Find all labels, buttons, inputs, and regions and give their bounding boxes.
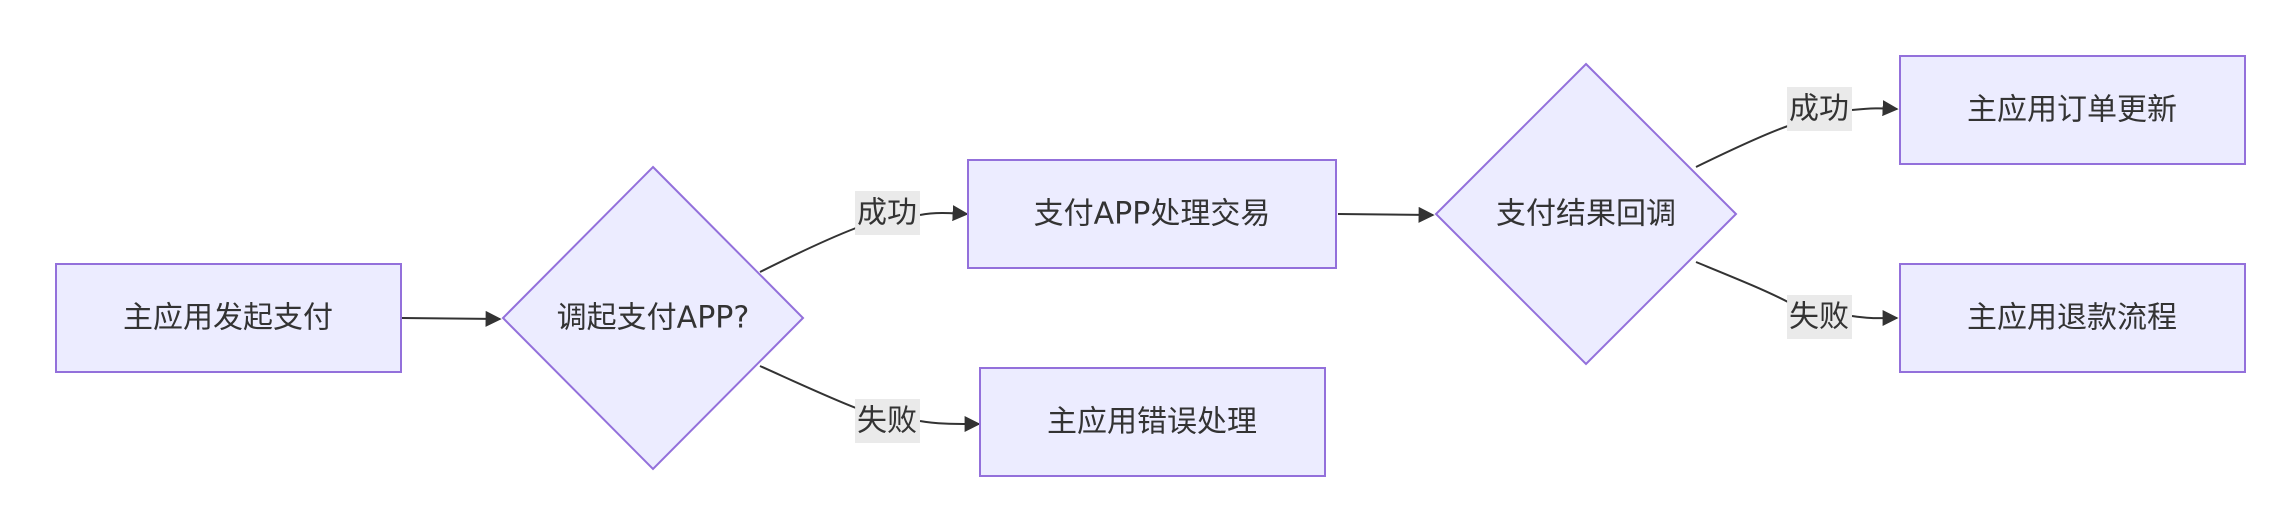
node-start: 主应用发起支付 bbox=[55, 263, 402, 373]
node-start-label: 主应用发起支付 bbox=[123, 301, 333, 336]
edge-label-app-fail: 失败 bbox=[855, 399, 920, 443]
edge-success-label-to-process bbox=[919, 205, 969, 222]
node-error: 主应用错误处理 bbox=[979, 367, 1326, 477]
node-refund: 主应用退款流程 bbox=[1899, 263, 2246, 373]
edge-label-callback-success: 成功 bbox=[1787, 87, 1852, 131]
edge-label-app-success-text: 成功 bbox=[857, 196, 917, 231]
edge-start-to-decision bbox=[401, 310, 502, 327]
edge-label-callback-fail-text: 失败 bbox=[1789, 300, 1849, 335]
node-decision-app: 调起支付APP? bbox=[501, 165, 805, 471]
node-error-label: 主应用错误处理 bbox=[1047, 405, 1257, 440]
node-refund-label: 主应用退款流程 bbox=[1967, 301, 2177, 336]
edge-label-app-fail-text: 失败 bbox=[857, 404, 917, 439]
node-order-update: 主应用订单更新 bbox=[1899, 55, 2246, 165]
node-process-label: 支付APP处理交易 bbox=[1034, 197, 1271, 232]
edge-label-app-success: 成功 bbox=[855, 191, 920, 235]
edge-label-callback-success-text: 成功 bbox=[1789, 92, 1849, 127]
node-process: 支付APP处理交易 bbox=[967, 159, 1337, 269]
edge-fail-label-to-refund bbox=[1851, 310, 1899, 327]
edge-decision-to-fail-label bbox=[759, 365, 857, 409]
node-callback-label: 支付结果回调 bbox=[1496, 197, 1676, 232]
edge-label-callback-fail: 失败 bbox=[1787, 295, 1852, 339]
node-callback: 支付结果回调 bbox=[1434, 62, 1738, 366]
edge-success-label-to-order bbox=[1851, 100, 1899, 117]
node-decision-app-label: 调起支付APP? bbox=[557, 301, 750, 336]
node-order-update-label: 主应用订单更新 bbox=[1967, 93, 2177, 128]
edge-callback-to-fail-label bbox=[1695, 261, 1789, 303]
edge-callback-to-success-label bbox=[1695, 125, 1789, 168]
edge-decision-to-success-label bbox=[759, 227, 857, 273]
edge-fail-label-to-error bbox=[919, 415, 981, 432]
edge-process-to-callback bbox=[1337, 206, 1435, 223]
